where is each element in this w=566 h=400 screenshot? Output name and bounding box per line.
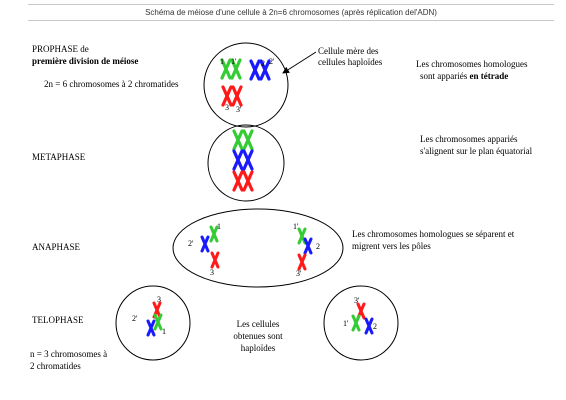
telophase-note: n = 3 chromosomes à <box>30 349 108 359</box>
prophase-description-line2: sont appariés en tétrade <box>420 71 508 82</box>
prophase-label-line2: première division de méiose <box>32 56 139 66</box>
anaphase-label-2: 2 <box>316 242 320 251</box>
telophase-right-chromosomes <box>351 302 374 335</box>
telophase-center-line2: obtenues sont <box>233 331 283 341</box>
anaphase-right-chromosomes <box>297 227 313 271</box>
mother-cell-label: Cellule mère des <box>318 46 379 56</box>
prophase-label-2-prime: 2' <box>269 57 275 66</box>
metaphase-description-line2: s'alignent sur le plan équatorial <box>420 146 533 156</box>
mother-cell-arrow <box>282 51 317 74</box>
telophase-right-label-2: 2 <box>373 322 377 331</box>
prophase-description-prefix: sont appariés <box>420 71 470 81</box>
anaphase-label-1: 1 <box>217 222 221 231</box>
telophase-note-line2: 2 chromatides <box>30 361 81 371</box>
prophase-label-1-prime: 1' <box>231 57 237 66</box>
prophase-label: PROPHASE de <box>32 44 89 54</box>
telophase-left-label-1: 1 <box>162 327 166 336</box>
metaphase-chromosomes <box>232 129 254 192</box>
prophase-description-bold: en tétrade <box>469 71 509 81</box>
metaphase-description: Les chromosomes appariés <box>420 134 518 144</box>
mother-cell-label-line2: cellules haploïdes <box>318 57 383 67</box>
anaphase-label-2-prime: 2' <box>188 239 194 248</box>
anaphase-description-line2: migrent vers les pôles <box>352 241 431 251</box>
telophase-center-line3: haploïdes <box>240 343 276 353</box>
diagram-title: Schéma de méiose d'une cellule à 2n=6 ch… <box>28 4 554 21</box>
anaphase-label-3-prime: 3' <box>296 269 302 278</box>
prophase-chromosome-note: 2n = 6 chromosomes à 2 chromatides <box>44 79 179 89</box>
telophase-cell-left <box>115 285 191 361</box>
telophase-left-label-3: 3 <box>157 295 161 304</box>
prophase-label-3-prime: 3' <box>236 105 242 114</box>
telophase-label: TELOPHASE <box>32 315 84 325</box>
telophase-cell-right <box>323 285 399 361</box>
prophase-label-2: 2 <box>261 59 265 68</box>
prophase-label-1: 1 <box>220 57 224 66</box>
anaphase-label: ANAPHASE <box>32 242 81 252</box>
anaphase-description: Les chromosomes homologues se séparent e… <box>352 229 515 239</box>
metaphase-label: METAPHASE <box>32 152 86 162</box>
anaphase-label-1-prime: 1' <box>293 222 299 231</box>
telophase-right-label-3-prime: 3' <box>354 296 360 305</box>
anaphase-left-chromosomes <box>200 225 220 269</box>
telophase-left-chromosomes <box>146 301 163 337</box>
telophase-left-label-2-prime: 2' <box>132 314 138 323</box>
telophase-center-line1: Les cellules <box>236 319 280 329</box>
prophase-description: Les chromosomes homologues <box>416 59 528 69</box>
prophase-label-3: 3 <box>225 103 229 112</box>
prophase-cell <box>203 42 289 128</box>
anaphase-label-3: 3 <box>210 268 214 277</box>
metaphase-cell <box>207 124 285 202</box>
telophase-right-label-1-prime: 1' <box>343 319 349 328</box>
anaphase-cell <box>172 208 344 288</box>
